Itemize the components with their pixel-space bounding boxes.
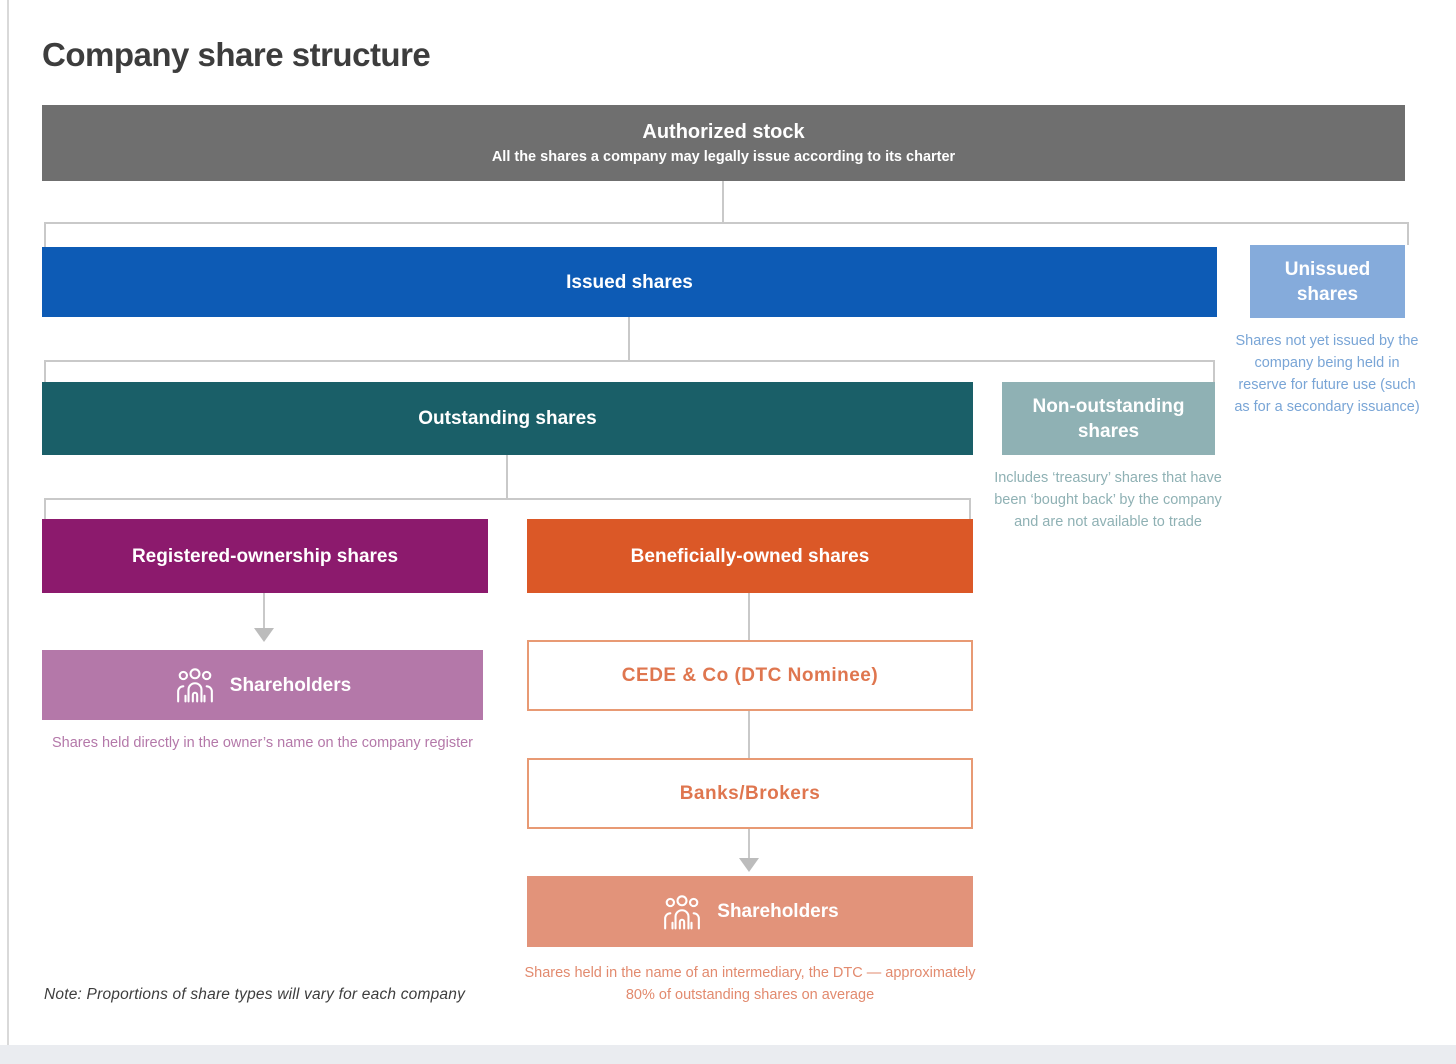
node-beneficially-owned-shares: Beneficially-owned shares: [527, 519, 973, 593]
connector-authorized-tick-right: [1407, 222, 1409, 245]
arrow-banks-shareholders-head: [739, 858, 759, 872]
node-issued-shares: Issued shares: [42, 247, 1217, 317]
beneficial-shareholders-description: Shares held in the name of an intermedia…: [524, 965, 976, 1003]
connector-outstanding-bar: [44, 498, 971, 500]
registered-shareholders-label: Shareholders: [229, 674, 352, 696]
people-group-icon: [664, 894, 701, 929]
node-registered-ownership-shares: Registered-ownership shares: [42, 519, 488, 593]
non-outstanding-shares-label: Non-outstanding shares: [1032, 395, 1185, 442]
beneficial-shareholders-label: Shareholders: [717, 901, 839, 922]
arrow-registered-shareholders-line: [263, 593, 265, 629]
node-unissued-shares: Unissued shares: [1250, 245, 1405, 318]
arrow-banks-shareholders-line: [748, 829, 750, 860]
connector-issued-tick-right: [1213, 360, 1215, 382]
connector-authorized-stem: [722, 181, 724, 223]
connector-outstanding-stem: [506, 455, 508, 499]
unissued-shares-description: Shares not yet issued by the company bei…: [1234, 333, 1420, 415]
connector-outstanding-tick-left: [44, 498, 46, 519]
node-banks-brokers: Banks/Brokers: [527, 758, 973, 829]
banks-brokers-label: Banks/Brokers: [679, 782, 821, 804]
page-left-border: [7, 0, 9, 1064]
footnote: Note: Proportions of share types will va…: [44, 986, 466, 1003]
arrow-registered-shareholders-head: [254, 628, 274, 642]
connector-issued-tick-left: [44, 360, 46, 382]
page-bottom-band: [0, 1045, 1456, 1064]
node-beneficial-shareholders: Shareholders: [527, 876, 973, 947]
issued-shares-label: Issued shares: [566, 271, 693, 293]
registered-shareholders-description: Shares held directly in the owner’s name…: [52, 735, 473, 751]
node-authorized-stock: Authorized stock All the shares a compan…: [42, 105, 1405, 181]
connector-authorized-tick-left: [44, 222, 46, 247]
registered-ownership-shares-label: Registered-ownership shares: [131, 545, 399, 567]
people-group-icon: [176, 668, 213, 703]
beneficially-owned-shares-label: Beneficially-owned shares: [630, 545, 870, 567]
connector-issued-bar: [44, 360, 1215, 362]
unissued-shares-label: Unissued shares: [1284, 258, 1371, 305]
cede-co-label: CEDE & Co (DTC Nominee): [621, 664, 879, 686]
connector-outstanding-tick-right: [969, 498, 971, 519]
outstanding-shares-label: Outstanding shares: [418, 408, 597, 429]
node-registered-shareholders: Shareholders: [42, 650, 483, 720]
authorized-stock-subtitle: All the shares a company may legally iss…: [491, 149, 956, 165]
node-cede-co: CEDE & Co (DTC Nominee): [527, 640, 973, 711]
connector-issued-stem: [628, 317, 630, 361]
connector-authorized-bar: [44, 222, 1409, 224]
connector-cede-banks: [748, 711, 750, 758]
connector-beneficial-cede: [748, 593, 750, 640]
node-outstanding-shares: Outstanding shares: [42, 382, 973, 455]
authorized-stock-title: Authorized stock: [642, 121, 805, 143]
non-outstanding-shares-description: Includes ‘treasury’ shares that have bee…: [994, 470, 1222, 530]
page-title: Company share structure: [42, 36, 431, 73]
node-non-outstanding-shares: Non-outstanding shares: [1002, 382, 1215, 455]
